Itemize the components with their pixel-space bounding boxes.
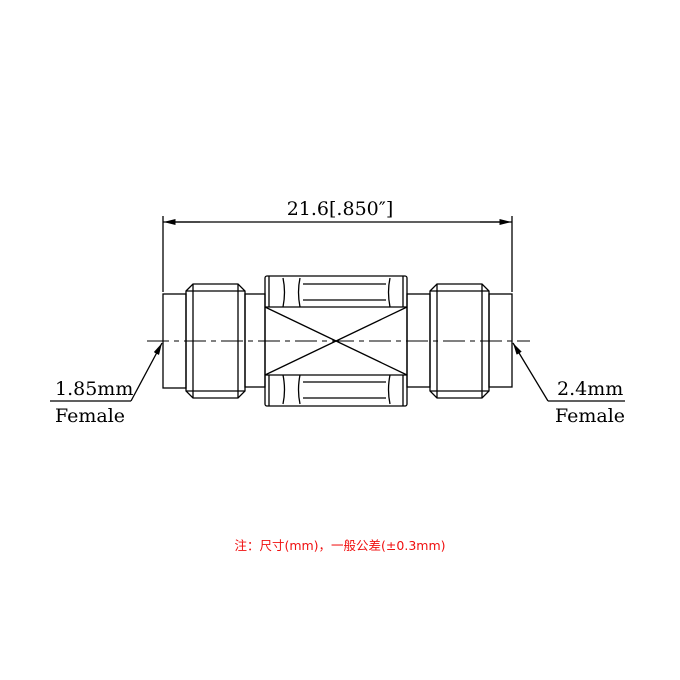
left-port-size: 1.85mm xyxy=(55,378,133,400)
right-port-size: 2.4mm xyxy=(557,378,623,400)
left-leader: 1.85mm Female xyxy=(50,342,163,427)
overall-length-label: 21.6[.850″] xyxy=(287,198,394,220)
right-leader: 2.4mm Female xyxy=(512,342,625,427)
right-port-gender: Female xyxy=(555,405,625,427)
overall-dimension: 21.6[.850″] xyxy=(162,198,513,292)
left-port-gender: Female xyxy=(55,405,125,427)
tolerance-note: 注：尺寸(mm)，一般公差(±0.3mm) xyxy=(234,538,446,553)
